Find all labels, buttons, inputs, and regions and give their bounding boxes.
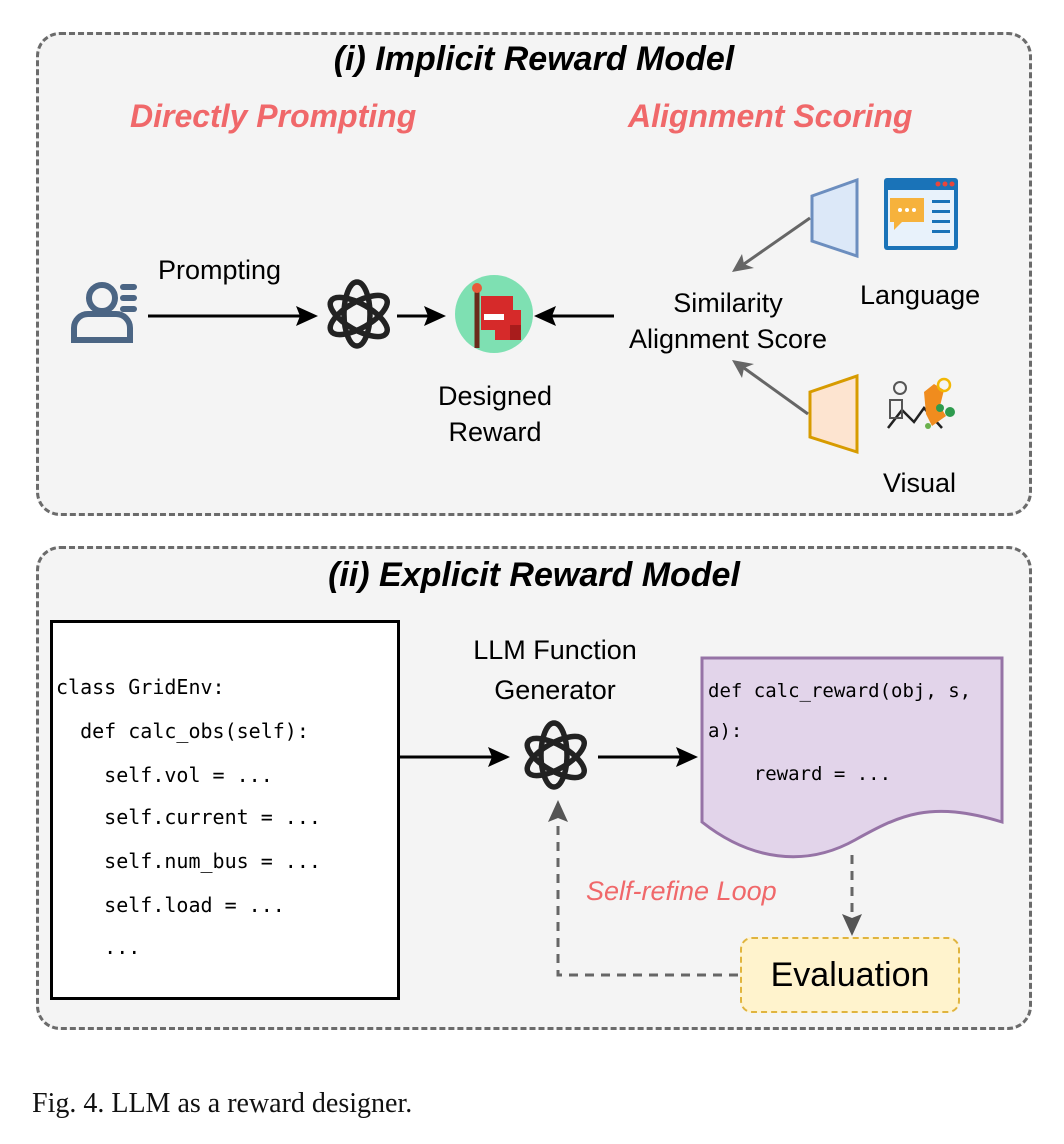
user-icon: [71, 282, 137, 343]
similarity-line1: Similarity: [673, 288, 783, 318]
language-encoder-trapezoid: [810, 177, 859, 259]
language-label: Language: [860, 280, 981, 310]
env-code-line: class GridEnv:: [56, 675, 225, 699]
directly-prompting-heading: Directly Prompting: [130, 98, 417, 134]
env-code-line: ...: [56, 935, 141, 959]
generator-line2: Generator: [494, 675, 616, 705]
generator-line1: LLM Function: [473, 635, 637, 665]
env-code-line: self.vol = ...: [56, 763, 273, 787]
arrow-llm-to-reward: [397, 306, 446, 326]
reward-code-line: def calc_reward(obj, s,: [708, 680, 972, 702]
environment-code-box: [50, 620, 400, 1000]
figure-caption: Fig. 4. LLM as a reward designer.: [32, 1088, 413, 1119]
arrow-generator-to-reward: [598, 747, 698, 767]
function-generator-label: LLM Function Generator: [440, 630, 670, 710]
alignment-scoring-heading: Alignment Scoring: [628, 98, 913, 134]
visual-scene-icon: [887, 377, 955, 429]
env-code-line: self.load = ...: [56, 893, 285, 917]
self-refine-loop-label: Self-refine Loop: [586, 876, 777, 906]
explicit-panel-title: (ii) Explicit Reward Model: [328, 556, 740, 594]
arrow-visual-to-score: [732, 360, 809, 416]
self-refine-loop-arrow: [548, 800, 738, 977]
designed-reward-line1: Designed: [437, 381, 553, 411]
language-chat-icon: [884, 178, 958, 250]
reward-function-document: [700, 656, 1004, 859]
visual-encoder-trapezoid: [808, 373, 859, 455]
arrow-language-to-score: [732, 216, 811, 272]
env-code-line: self.num_bus = ...: [56, 849, 321, 873]
reward-flag-icon: [455, 275, 533, 353]
arrow-code-to-generator: [400, 747, 510, 767]
reward-code-line: a):: [708, 720, 743, 742]
env-code-line: def calc_obs(self):: [56, 719, 309, 743]
llm-logo-icon: [327, 279, 390, 349]
designed-reward-line2: Reward: [448, 417, 542, 447]
generator-logo-icon: [524, 720, 587, 790]
similarity-score-label: Similarity Alignment Score: [606, 285, 850, 357]
implicit-reward-panel: [36, 32, 1032, 516]
designed-reward-label: Designed Reward: [420, 378, 570, 450]
evaluation-box: Evaluation: [740, 937, 960, 1013]
reward-code-line: reward = ...: [708, 763, 892, 785]
arrow-reward-to-evaluation: [842, 855, 862, 936]
arrow-user-to-llm: [148, 306, 318, 326]
implicit-panel-title: (i) Implicit Reward Model: [333, 40, 735, 78]
similarity-line2: Alignment Score: [628, 324, 828, 354]
env-code-line: self.current = ...: [56, 805, 321, 829]
prompting-label: Prompting: [158, 255, 282, 285]
arrow-score-to-reward: [534, 306, 614, 326]
visual-label: Visual: [883, 468, 957, 498]
